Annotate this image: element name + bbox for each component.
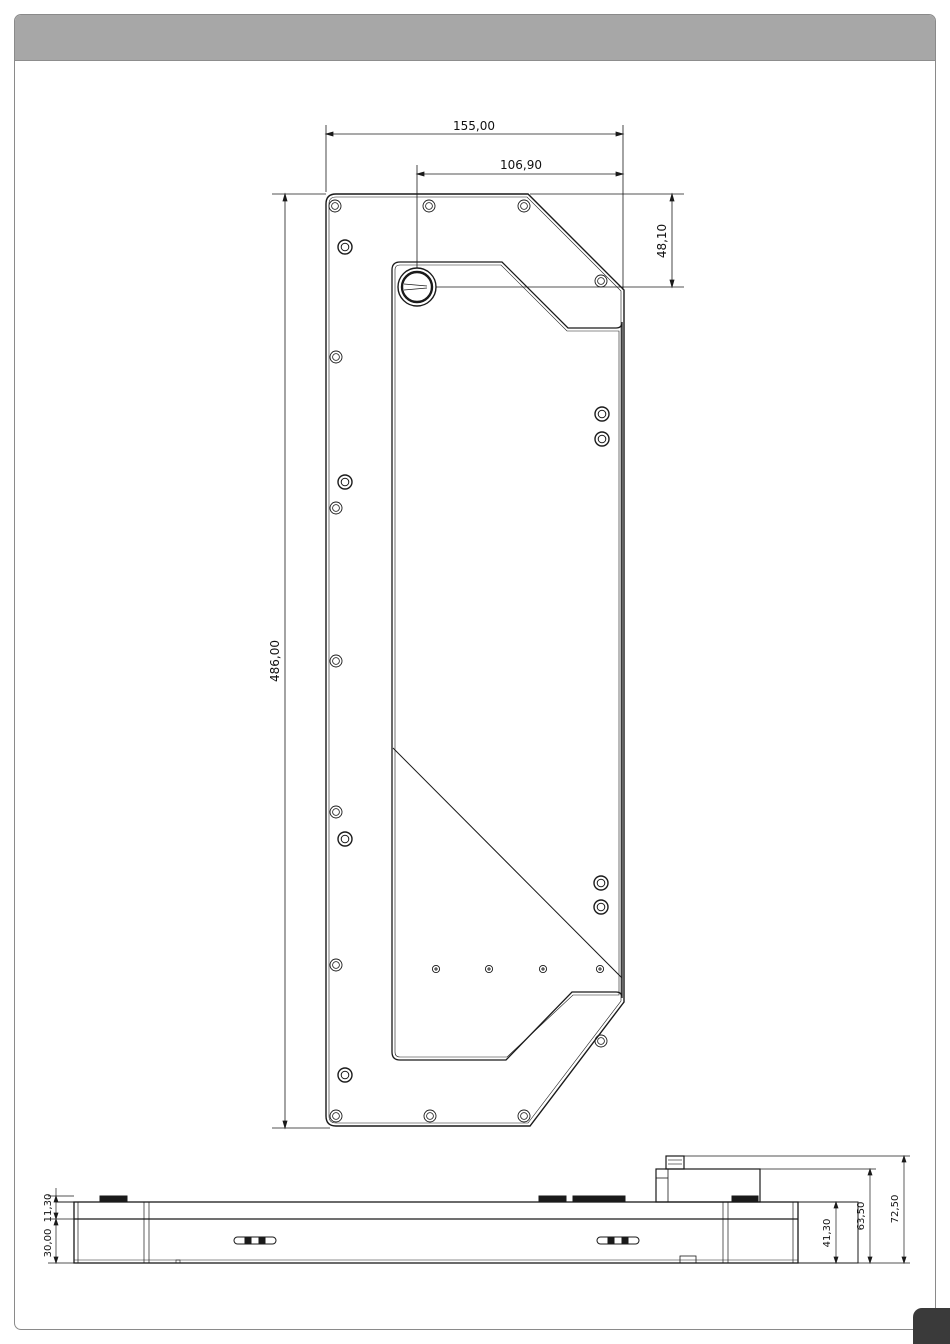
dim-body-height-label: 30,00: [43, 1229, 54, 1258]
dim-port-offset-label: 106,90: [500, 158, 542, 172]
plate-outline-inner: [329, 197, 621, 1123]
dim-port-offset: [417, 165, 623, 268]
dim-width-label: 155,00: [453, 119, 495, 133]
plate-outline: [326, 194, 624, 1126]
dim-top-gap-label: 11,30: [43, 1194, 54, 1223]
dim-total-height-label: 72,50: [890, 1195, 901, 1224]
diagonal-line: [393, 748, 622, 978]
dim-port-depth: [436, 194, 684, 287]
dim-length-label: 486,00: [268, 640, 282, 682]
side-body: [74, 1202, 798, 1263]
inner-panel: [392, 262, 622, 1060]
dim-port-depth-label: 48,10: [655, 224, 669, 258]
top-view: [272, 125, 684, 1128]
side-view: [48, 1156, 910, 1263]
dim-fitting-height-label: 63,50: [856, 1202, 867, 1231]
inner-panel-edge: [395, 265, 619, 1057]
port-fitting: [398, 268, 436, 306]
dim-terminal-height-label: 41,30: [822, 1219, 833, 1248]
